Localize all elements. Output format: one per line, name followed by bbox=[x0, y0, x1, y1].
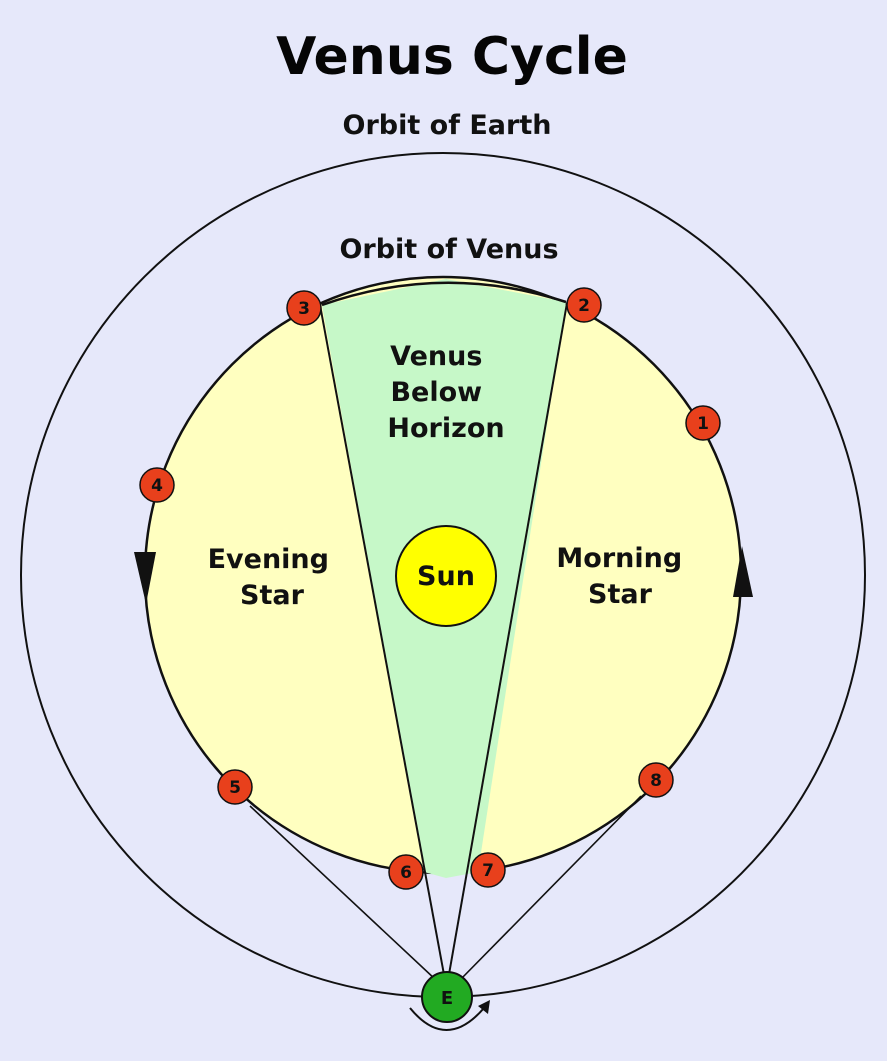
venus-marker-1-label: 1 bbox=[697, 414, 709, 434]
horizon-line-right bbox=[447, 302, 568, 981]
evening-star-line-2: Star bbox=[240, 580, 305, 611]
sun-label: Sun bbox=[417, 561, 475, 592]
morning-star-line-2: Star bbox=[588, 579, 653, 610]
venus-marker-3-label: 3 bbox=[298, 299, 310, 319]
venus-marker-5: 5 bbox=[217, 769, 253, 805]
venus-marker-1: 1 bbox=[685, 405, 721, 441]
sightline-8 bbox=[459, 795, 642, 981]
venus-marker-8: 8 bbox=[638, 762, 674, 798]
below-horizon-line-3: Horizon bbox=[387, 413, 504, 444]
earth-label: E bbox=[441, 988, 453, 1009]
venus-marker-6-label: 6 bbox=[400, 863, 412, 883]
venus-marker-2-label: 2 bbox=[578, 296, 590, 316]
horizon-line-left bbox=[319, 304, 446, 981]
morning-star-label: Morning Star bbox=[556, 543, 691, 610]
sightline-5 bbox=[249, 805, 437, 981]
earth-rotation-arrowhead-icon bbox=[478, 1000, 490, 1014]
venus-marker-3: 3 bbox=[286, 290, 322, 326]
earth-orbit-label: Orbit of Earth bbox=[343, 110, 552, 141]
below-horizon-line-2: Below bbox=[390, 377, 482, 408]
venus-marker-8-label: 8 bbox=[650, 771, 662, 791]
venus-marker-7: 7 bbox=[470, 852, 506, 888]
venus-marker-5-label: 5 bbox=[229, 778, 241, 798]
morning-star-line-1: Morning bbox=[556, 543, 682, 574]
venus-marker-7-label: 7 bbox=[482, 861, 494, 881]
venus-marker-6: 6 bbox=[388, 854, 424, 890]
evening-star-line-1: Evening bbox=[208, 544, 329, 575]
arrow-up-icon bbox=[733, 546, 753, 597]
venus-marker-4: 4 bbox=[139, 467, 175, 503]
evening-star-label: Evening Star bbox=[208, 544, 339, 611]
venus-marker-2: 2 bbox=[566, 287, 602, 323]
sun bbox=[395, 525, 497, 627]
venus-orbit-label: Orbit of Venus bbox=[339, 234, 558, 265]
venus-marker-4-label: 4 bbox=[151, 476, 163, 496]
earth bbox=[421, 971, 473, 1023]
below-horizon-line-1: Venus bbox=[390, 341, 482, 372]
venus-orbit-top-arc bbox=[321, 281, 567, 307]
arrow-down-icon bbox=[134, 552, 156, 604]
below-horizon-label: Venus Below Horizon bbox=[387, 341, 504, 444]
earth-rotation-arrow bbox=[409, 1007, 485, 1031]
diagram-title: Venus Cycle bbox=[276, 27, 628, 87]
